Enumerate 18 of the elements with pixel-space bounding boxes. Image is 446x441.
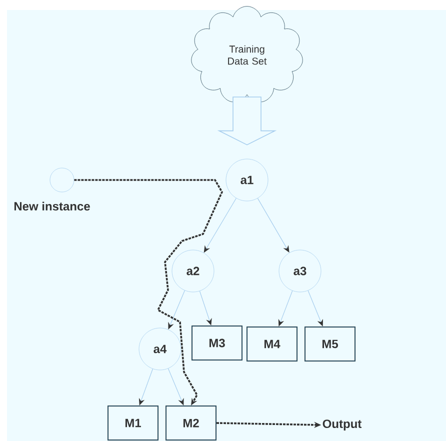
- decision-node: a4: [138, 328, 182, 370]
- model-box: M1: [108, 406, 158, 440]
- node-caption: New instance: [14, 202, 90, 211]
- model-box: M4: [246, 326, 298, 362]
- arrow: [308, 290, 323, 326]
- model-box: M2: [166, 406, 216, 440]
- model-box: M3: [192, 326, 242, 360]
- arrow: [168, 368, 184, 406]
- empty-circle: [50, 168, 74, 192]
- arrow: [168, 290, 186, 330]
- decision-node: a3: [278, 250, 322, 292]
- output-label: Output: [322, 420, 362, 430]
- arrow: [278, 290, 293, 326]
- model-box: M5: [304, 326, 356, 362]
- arrow: [199, 290, 212, 326]
- block-arrow: [217, 96, 277, 146]
- decision-node: a2: [172, 250, 214, 292]
- decision-node: a1: [226, 158, 268, 202]
